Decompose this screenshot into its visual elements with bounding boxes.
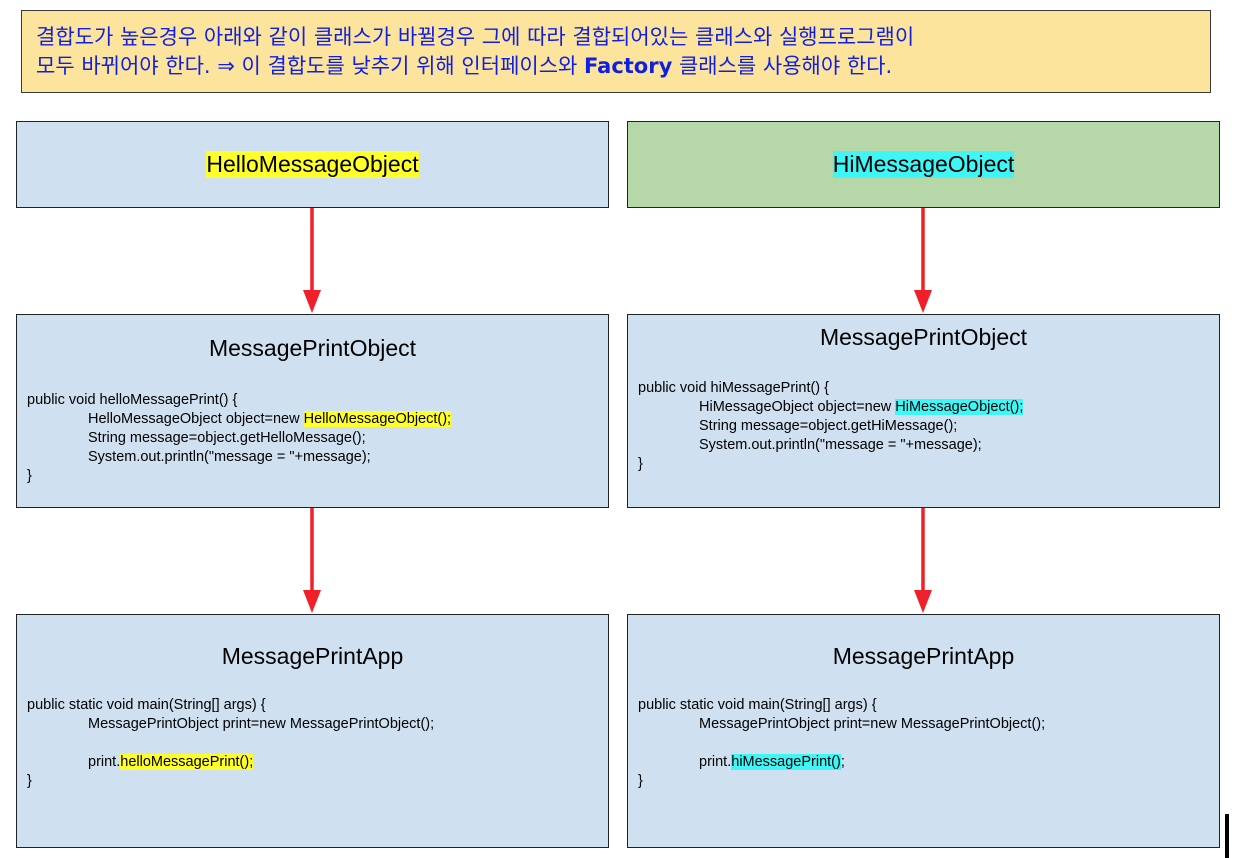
code-line: } <box>27 468 32 484</box>
left-message-print-app-box: MessagePrintApp public static void main(… <box>16 614 609 848</box>
right-print-object-code: public void hiMessagePrint() { HiMessageO… <box>638 379 1024 474</box>
code-line: public void helloMessagePrint() { <box>27 392 238 408</box>
code-line: public static void main(String[] args) { <box>638 697 877 713</box>
text-cursor-bar <box>1225 814 1229 858</box>
code-highlight: HiMessageObject(); <box>895 399 1024 415</box>
right-message-print-app-box: MessagePrintApp public static void main(… <box>627 614 1220 848</box>
code-line: String message=object.getHiMessage(); <box>699 418 958 434</box>
left-app-title: MessagePrintApp <box>221 643 404 669</box>
code-text: print. <box>88 754 121 770</box>
code-highlight: hiMessagePrint() <box>731 754 841 770</box>
code-text: HelloMessageObject object=new <box>88 411 304 427</box>
code-line: HelloMessageObject object=new HelloMessa… <box>27 410 452 429</box>
note-line-1: 결합도가 높은경우 아래와 같이 클래스가 바뀔경우 그에 따라 결합되어있는 … <box>36 25 915 49</box>
note-factory-keyword: Factory <box>584 54 673 78</box>
right-print-object-title: MessagePrintObject <box>819 324 1028 350</box>
code-line: MessagePrintObject print=new MessagePrin… <box>88 716 435 732</box>
left-app-code: public static void main(String[] args) {… <box>27 696 434 791</box>
hello-message-object-title: HelloMessageObject <box>206 151 419 178</box>
note-line-2: 모두 바뀌어야 한다. ⇒ 이 결합도를 낮추기 위해 인터페이스와 Facto… <box>36 52 1210 81</box>
code-text: HiMessageObject object=new <box>699 399 896 415</box>
code-highlight: helloMessagePrint(); <box>120 754 254 770</box>
explanation-note: 결합도가 높은경우 아래와 같이 클래스가 바뀔경우 그에 따라 결합되어있는 … <box>21 10 1211 93</box>
code-line: print.helloMessagePrint(); <box>27 753 434 772</box>
code-line: HiMessageObject object=new HiMessageObje… <box>638 398 1024 417</box>
code-text: print. <box>699 754 732 770</box>
right-message-print-object-box: MessagePrintObject public void hiMessage… <box>627 314 1220 508</box>
hello-message-object-box: HelloMessageObject <box>16 121 609 208</box>
code-line: } <box>638 773 643 789</box>
left-print-object-code: public void helloMessagePrint() { HelloMe… <box>27 391 452 486</box>
code-line: String message=object.getHelloMessage(); <box>88 430 366 446</box>
code-line: public static void main(String[] args) { <box>27 697 266 713</box>
arrow-right-print-to-app <box>914 508 932 613</box>
right-app-title: MessagePrintApp <box>832 643 1015 669</box>
hi-message-object-box: HiMessageObject <box>627 121 1220 208</box>
hi-message-object-title: HiMessageObject <box>832 151 1015 178</box>
code-line: System.out.println("message = "+message)… <box>699 437 982 453</box>
left-print-object-title: MessagePrintObject <box>208 335 417 361</box>
code-line: print.hiMessagePrint(); <box>638 753 1045 772</box>
arrow-right-object-to-print <box>914 208 932 313</box>
arrow-left-object-to-print <box>303 208 321 313</box>
code-text: ; <box>840 754 845 770</box>
code-line: } <box>638 456 643 472</box>
note-line-2-end: 클래스를 사용해야 한다. <box>672 54 893 78</box>
code-highlight: HelloMessageObject(); <box>303 411 452 427</box>
code-line: System.out.println("message = "+message)… <box>88 449 371 465</box>
arrow-left-print-to-app <box>303 508 321 613</box>
note-line-2-text: 모두 바뀌어야 한다. ⇒ 이 결합도를 낮추기 위해 인터페이스와 <box>36 54 585 78</box>
code-line: public void hiMessagePrint() { <box>638 380 830 396</box>
code-line: MessagePrintObject print=new MessagePrin… <box>699 716 1046 732</box>
code-line: } <box>27 773 32 789</box>
left-message-print-object-box: MessagePrintObject public void helloMess… <box>16 314 609 508</box>
right-app-code: public static void main(String[] args) {… <box>638 696 1045 791</box>
